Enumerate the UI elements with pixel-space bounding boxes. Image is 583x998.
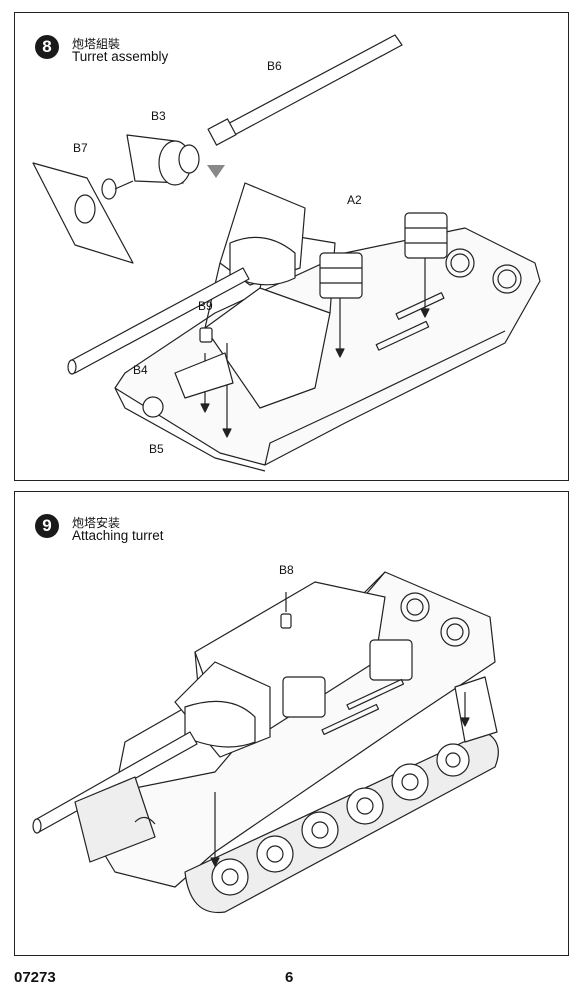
step-8-title-cn: 炮塔組裝 [72, 37, 121, 51]
part-label-b5: B5 [149, 442, 164, 456]
part-label-a2: A2 [347, 193, 362, 207]
page-number: 6 [285, 969, 294, 986]
step-9-badge: 9 [35, 514, 59, 538]
turret-assembly-drawing [32, 34, 541, 472]
step-9-panel: 9 炮塔安装 Attaching turret [14, 491, 569, 956]
step-8-panel: 8 炮塔組裝 Turret assembly [14, 12, 569, 481]
part-label-b7: B7 [73, 141, 88, 155]
part-label-b8: B8 [279, 563, 294, 577]
step-8-badge: 8 [35, 35, 59, 59]
step-9-title-cn: 炮塔安装 [72, 516, 121, 530]
part-label-b6: B6 [267, 59, 282, 73]
attaching-turret-drawing [32, 571, 499, 914]
step-9-title-en: Attaching turret [72, 528, 164, 543]
hull-drawing [114, 227, 541, 466]
product-code: 07273 [14, 969, 56, 986]
part-label-b9: B9 [198, 299, 213, 313]
part-label-b3: B3 [151, 109, 166, 123]
part-label-b4: B4 [133, 363, 148, 377]
step-8-title-en: Turret assembly [72, 49, 169, 64]
